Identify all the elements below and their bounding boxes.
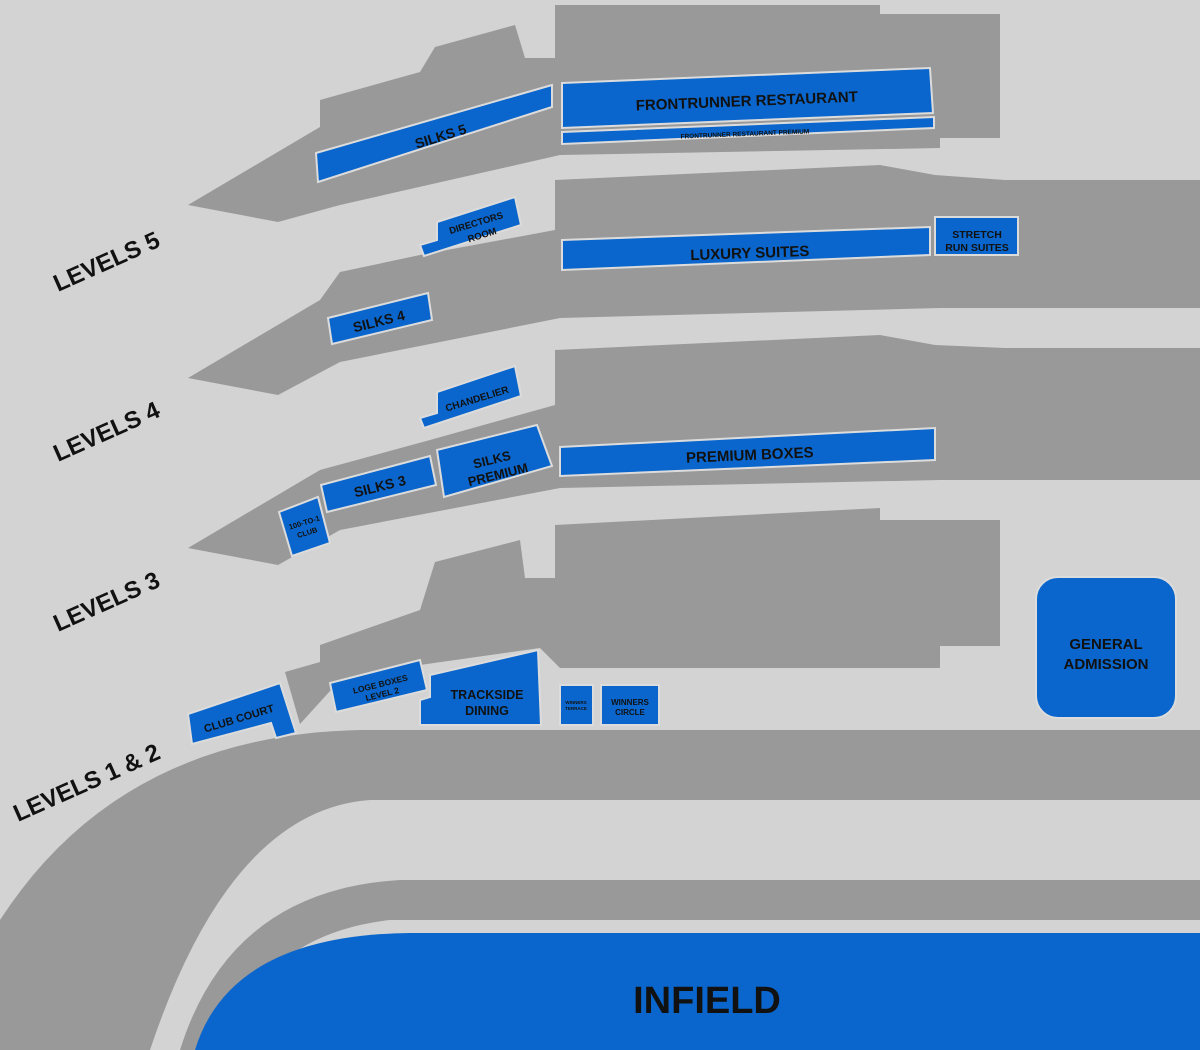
- general-admission-label-line1: GENERAL: [1069, 636, 1142, 653]
- stretch-run-label-line2: RUN SUITES: [945, 242, 1009, 254]
- inner-track: [180, 880, 1200, 1050]
- trackside-dining-label-line2: DINING: [465, 704, 509, 718]
- winners-circle-label-line1: WINNERS: [611, 698, 649, 707]
- zone-frontrunner-restaurant[interactable]: FRONTRUNNER RESTAURANT: [561, 66, 935, 130]
- level-1-2-structure: [285, 508, 1000, 724]
- zone-winners-circle[interactable]: WINNERS CIRCLE: [600, 684, 660, 726]
- winners-terrace-label-line1: WINNERS: [565, 700, 586, 705]
- trackside-dining-label-line1: TRACKSIDE: [451, 688, 524, 702]
- zone-luxury-suites[interactable]: LUXURY SUITES: [561, 225, 931, 272]
- stretch-run-label-line1: STRETCH: [952, 229, 1002, 241]
- outer-track: [0, 730, 1200, 1050]
- zone-premium-boxes[interactable]: PREMIUM BOXES: [559, 426, 936, 478]
- zone-100-to-1-club[interactable]: 100-TO-1 CLUB: [277, 495, 332, 558]
- premium-boxes-label: PREMIUM BOXES: [686, 444, 814, 467]
- zone-infield[interactable]: INFIELD: [195, 933, 1200, 1050]
- zone-club-court[interactable]: CLUB COURT: [186, 681, 298, 746]
- race-track: [0, 730, 1200, 1050]
- infield-label: INFIELD: [633, 980, 781, 1022]
- winners-circle-label-line2: CIRCLE: [615, 708, 645, 717]
- zone-frontrunner-restaurant-premium[interactable]: FRONTRUNNER RESTAURANT PREMIUM: [561, 115, 935, 146]
- zone-loge-boxes-level-2[interactable]: LOGE BOXES LEVEL 2: [328, 658, 429, 714]
- zone-general-admission[interactable]: GENERAL ADMISSION: [1035, 576, 1177, 719]
- winners-terrace-label-line2: TERRACE: [565, 706, 587, 711]
- zone-stretch-run-suites[interactable]: STRETCH RUN SUITES: [934, 216, 1019, 256]
- luxury-suites-label: LUXURY SUITES: [690, 243, 810, 264]
- general-admission-label-line2: ADMISSION: [1063, 656, 1148, 673]
- zone-trackside-dining[interactable]: TRACKSIDE DINING: [419, 648, 543, 726]
- level-1-2-building: [285, 508, 1000, 724]
- zone-winners-terrace[interactable]: WINNERS TERRACE: [559, 684, 594, 726]
- zone-silks-3[interactable]: SILKS 3: [319, 454, 438, 514]
